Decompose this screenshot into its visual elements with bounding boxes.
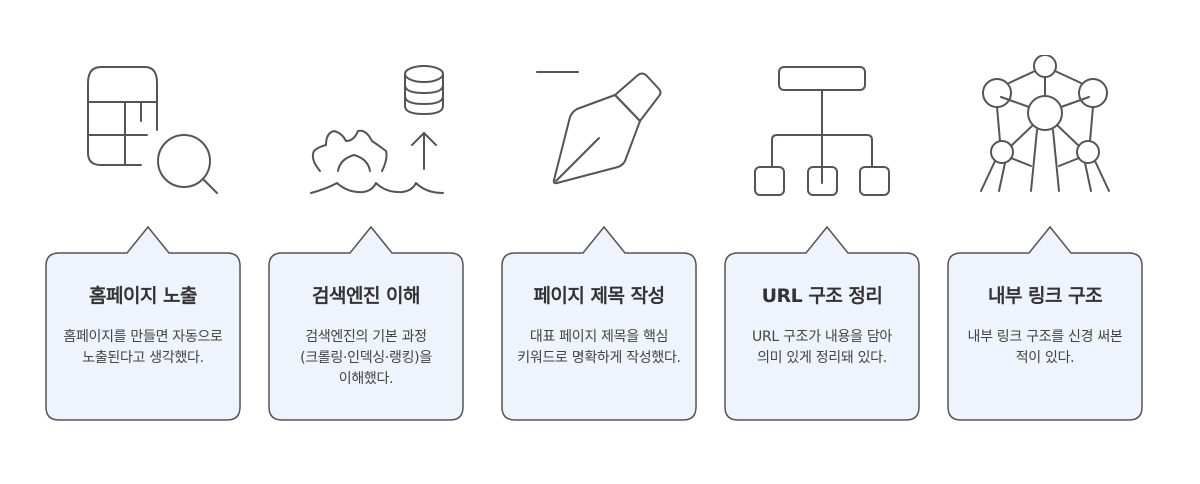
network-structure-icon: [947, 55, 1169, 205]
step-description: 검색엔진의 기본 과정 (크롤링·인덱싱·랭킹)을 이해했다.: [300, 329, 432, 387]
step-description: 홈페이지를 만들면 자동으로 노출된다고 생각했다.: [63, 329, 223, 366]
step-title: 페이지 제목 작성: [533, 285, 665, 307]
step-url-structure: URL 구조 정리 URL 구조가 내용을 담아 의미 있게 정리돼 있다.: [724, 0, 946, 484]
step-title: 검색엔진 이해: [312, 285, 421, 307]
step-card: URL 구조 정리 URL 구조가 내용을 담아 의미 있게 정리돼 있다.: [724, 225, 920, 421]
step-description: 대표 페이지 제목을 핵심 키워드로 명확하게 작성했다.: [517, 329, 681, 366]
step-homepage-exposure: 홈페이지 노출 홈페이지를 만들면 자동으로 노출된다고 생각했다.: [45, 0, 267, 484]
hierarchy-tree-icon: [724, 55, 946, 205]
step-page-title-writing: 페이지 제목 작성 대표 페이지 제목을 핵심 키워드로 명확하게 작성했다.: [501, 0, 723, 484]
step-title: URL 구조 정리: [761, 285, 883, 307]
step-title: 내부 링크 구조: [987, 285, 1103, 307]
step-card: 검색엔진 이해 검색엔진의 기본 과정 (크롤링·인덱싱·랭킹)을 이해했다.: [268, 225, 464, 421]
pen-nib-icon: [501, 55, 723, 205]
table-search-icon: [45, 55, 267, 205]
step-internal-link-structure: 내부 링크 구조 내부 링크 구조를 신경 써본 적이 있다.: [947, 0, 1169, 484]
step-card: 홈페이지 노출 홈페이지를 만들면 자동으로 노출된다고 생각했다.: [45, 225, 241, 421]
step-description: URL 구조가 내용을 담아 의미 있게 정리돼 있다.: [752, 329, 892, 366]
step-description: 내부 링크 구조를 신경 써본 적이 있다.: [967, 329, 1123, 366]
search-engine-gear-database-icon: [268, 55, 490, 205]
step-search-engine-understanding: 검색엔진 이해 검색엔진의 기본 과정 (크롤링·인덱싱·랭킹)을 이해했다.: [268, 0, 490, 484]
step-card: 페이지 제목 작성 대표 페이지 제목을 핵심 키워드로 명확하게 작성했다.: [501, 225, 697, 421]
step-card: 내부 링크 구조 내부 링크 구조를 신경 써본 적이 있다.: [947, 225, 1143, 421]
step-title: 홈페이지 노출: [89, 285, 198, 307]
